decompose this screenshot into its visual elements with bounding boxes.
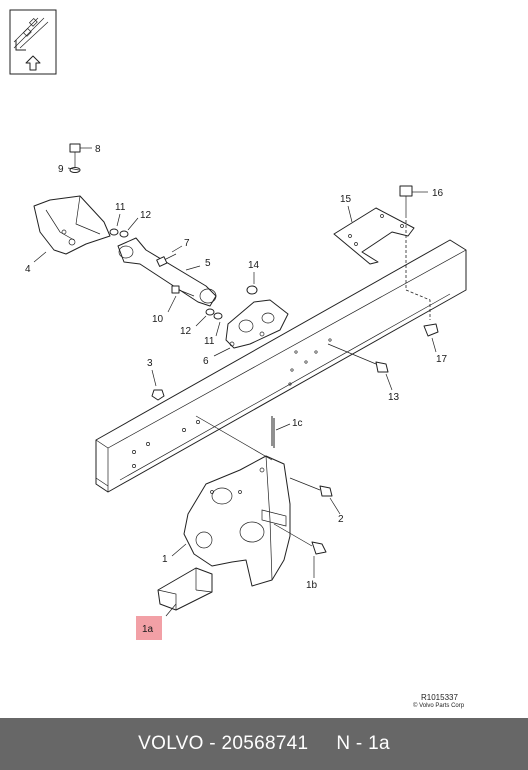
part-3-nut[interactable] xyxy=(151,389,165,401)
callout-3: 3 xyxy=(147,358,153,369)
callout-labels: 8 9 4 11 12 7 5 10 12 11 14 6 3 15 16 17… xyxy=(25,144,448,591)
part-7-bolt[interactable] xyxy=(156,253,177,267)
callout-9: 9 xyxy=(58,164,64,175)
callout-11-lower: 11 xyxy=(204,336,215,347)
part-1b-bolt[interactable] xyxy=(273,523,327,555)
callout-2: 2 xyxy=(338,514,344,525)
callout-12-upper: 12 xyxy=(140,210,152,221)
callout-10: 10 xyxy=(152,314,164,325)
part-1c-strap[interactable] xyxy=(271,416,275,448)
copyright-notice: © Volvo Parts Corp xyxy=(413,703,465,709)
callout-4: 4 xyxy=(25,264,31,275)
part-11-nut-lower[interactable] xyxy=(213,312,223,320)
callout-6: 6 xyxy=(203,356,209,367)
callout-17: 17 xyxy=(436,354,448,365)
part-12-washer-lower[interactable] xyxy=(205,308,215,316)
callout-12-lower: 12 xyxy=(180,326,192,337)
navigation-panel[interactable] xyxy=(9,9,57,75)
part-12-washer-upper[interactable] xyxy=(119,230,129,238)
callout-1: 1 xyxy=(162,554,168,565)
part-1a-spacer[interactable] xyxy=(157,567,213,611)
callout-7: 7 xyxy=(184,238,190,249)
callout-1b: 1b xyxy=(306,580,318,591)
part-8-bolt[interactable] xyxy=(69,143,81,168)
part-17-nut[interactable] xyxy=(423,323,439,337)
part-4-bracket[interactable] xyxy=(33,195,111,255)
callout-1a: 1a xyxy=(142,624,154,635)
part-15-plate[interactable] xyxy=(333,207,415,265)
footer-part-label: VOLVO - 20568741 N - 1a xyxy=(138,733,390,754)
callout-1c: 1c xyxy=(292,418,303,429)
leader-lines xyxy=(33,147,437,617)
arrow-up-icon[interactable] xyxy=(25,55,41,71)
part-14-nut[interactable] xyxy=(246,285,258,295)
callout-16: 16 xyxy=(432,188,444,199)
callout-14: 14 xyxy=(248,260,260,271)
callout-1a-highlight[interactable]: 1a xyxy=(136,616,162,640)
part-13-bolt[interactable] xyxy=(327,343,389,373)
callout-11-upper: 11 xyxy=(115,202,126,213)
rail-holes xyxy=(132,338,332,468)
callout-8: 8 xyxy=(95,144,101,155)
part-10-bolt[interactable] xyxy=(171,285,195,297)
part-6-bracket[interactable] xyxy=(225,299,289,349)
callout-5: 5 xyxy=(205,258,211,269)
part-11-nut-upper[interactable] xyxy=(109,228,119,236)
part-number-footer: VOLVO - 20568741 N - 1a xyxy=(0,718,528,770)
callout-15: 15 xyxy=(340,194,352,205)
part-2-bolt[interactable] xyxy=(289,477,333,497)
reference-code: R1015337 xyxy=(421,693,458,702)
part-1-bracket[interactable] xyxy=(183,455,291,587)
exploded-parts-diagram: 8 9 4 11 12 7 5 10 12 11 14 6 3 15 16 17… xyxy=(9,9,467,640)
callout-13: 13 xyxy=(388,392,400,403)
part-5-stay-rod[interactable] xyxy=(117,237,217,307)
frame-rail xyxy=(95,239,467,493)
part-16-bolt[interactable] xyxy=(399,185,431,320)
parts-overview-icon xyxy=(13,17,49,51)
